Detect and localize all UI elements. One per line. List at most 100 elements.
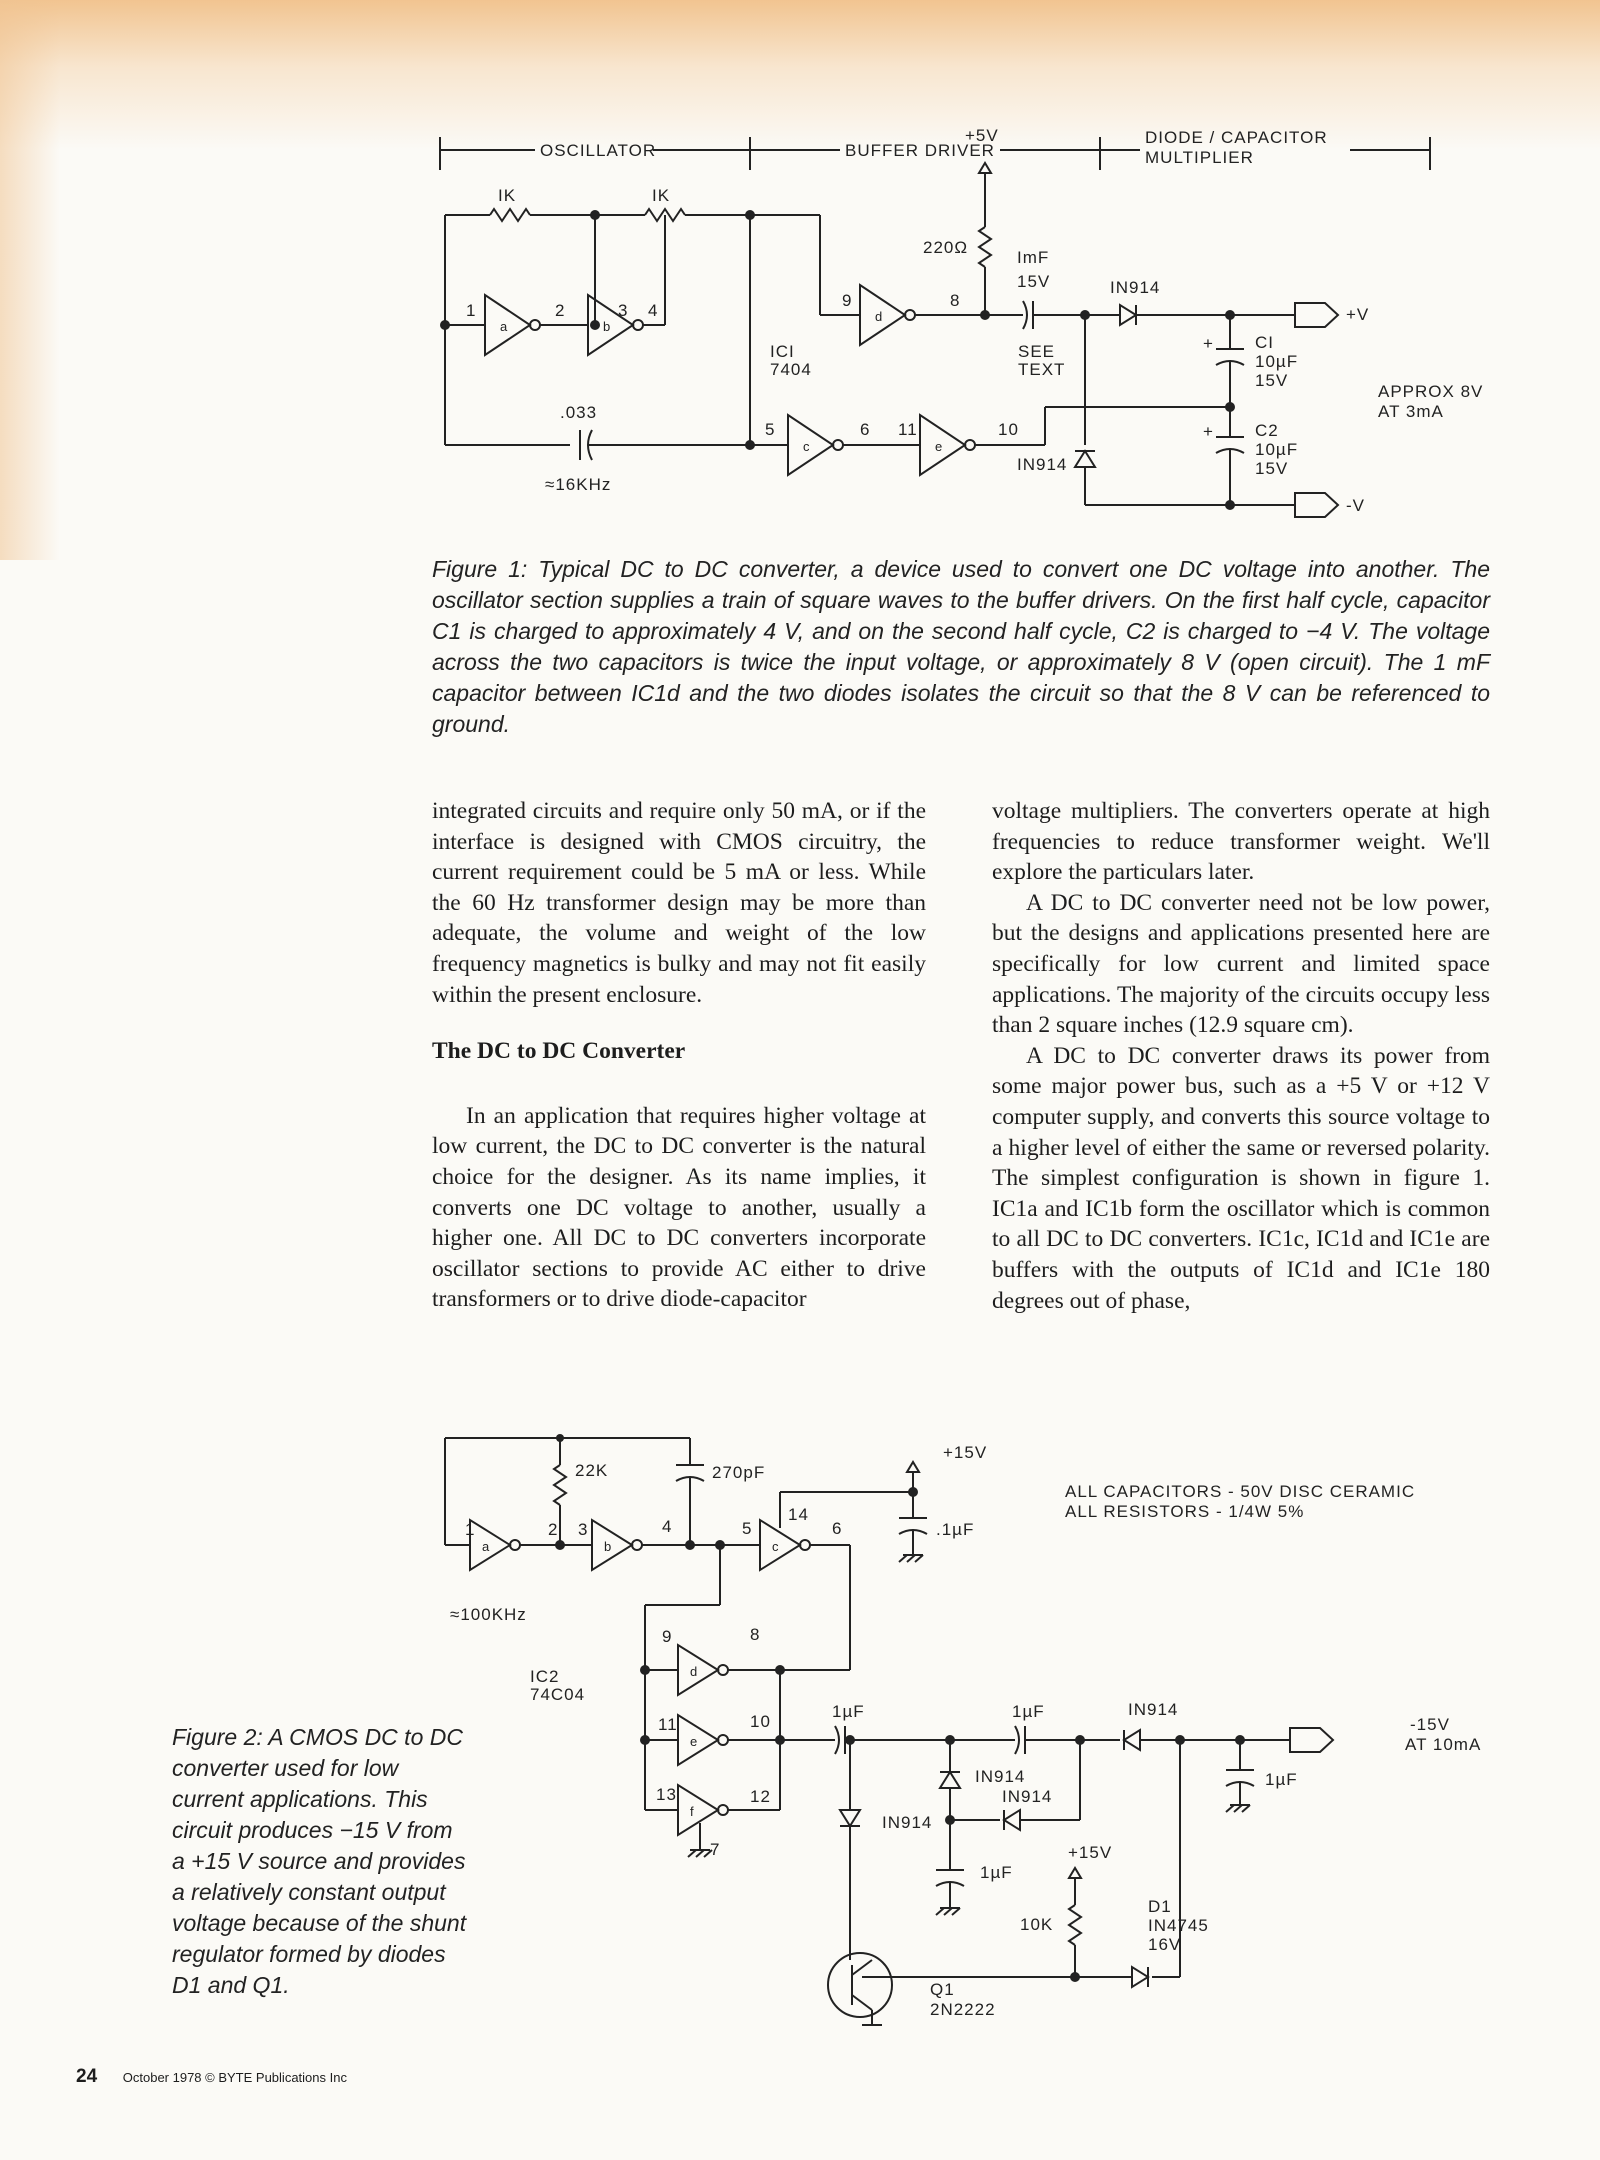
section-heading: The DC to DC Converter [432,1038,686,1065]
fig1-pin-4: 4 [648,301,658,320]
fig2-pin-9: 9 [662,1627,672,1646]
fig1-c2-voltage: 15V [1255,459,1288,478]
fig2-pin-6: 6 [832,1519,842,1538]
fig1-c2-plus: + [1203,422,1214,441]
fig2-output-cap: 1µF [1265,1770,1298,1789]
fig2-zener-voltage: 16V [1148,1935,1181,1954]
fig2-gate-a: a [482,1539,490,1554]
fig2-gate-f: f [690,1804,695,1819]
fig1-pin-5: 5 [765,420,775,439]
fig2-c270: 270pF [712,1463,765,1482]
fig2-cap-1: 1µF [832,1702,865,1721]
fig1-pin-1: 1 [466,301,476,320]
fig2-gate-d: d [690,1664,698,1679]
fig1-gate-b: b [603,319,611,334]
figure-2-schematic: 22K 270pF +15V .1µF ALL CAPACITORS - 50V… [444,1434,1481,2026]
fig1-multiplier-label-2: MULTIPLIER [1145,148,1254,167]
right-paragraph-2: A DC to DC converter need not be low pow… [992,889,1490,1039]
fig1-c1-name: CI [1255,333,1274,352]
fig1-pin-10: 10 [998,420,1019,439]
fig1-pin-2: 2 [555,301,565,320]
fig2-pin-3: 3 [578,1520,588,1539]
fig2-pin-4: 4 [662,1517,672,1536]
fig2-vcc: +15V [943,1443,987,1462]
fig2-pin-8: 8 [750,1625,760,1644]
page-number: 24 [76,2066,98,2087]
paper-stain-top [0,0,1600,150]
fig1-c2-value: 10µF [1255,440,1298,459]
fig2-frequency: ≈100KHz [450,1605,527,1624]
fig2-output-voltage: -15V [1410,1715,1450,1734]
fig1-diode-bottom: IN914 [1017,455,1067,474]
fig2-pin-2: 2 [548,1520,558,1539]
fig2-note-capacitors: ALL CAPACITORS - 50V DISC CERAMIC [1065,1482,1415,1501]
fig1-multiplier-label-1: DIODE / CAPACITOR [1145,128,1328,147]
fig1-approx-2: AT 3mA [1378,402,1444,421]
fig2-pin-7: 7 [710,1840,720,1859]
fig2-pin-13: 13 [656,1785,677,1804]
fig2-diode-b: IN914 [1002,1787,1052,1806]
fig1-pin-8: 8 [950,291,960,310]
fig1-cap-value: ImF [1017,248,1049,267]
fig1-r3: 220Ω [923,238,968,257]
figure-1-schematic: OSCILLATOR BUFFER DRIVER DIODE / CAPACIT… [439,126,1482,518]
fig2-pin-12: 12 [750,1787,771,1806]
fig1-r2: IK [652,186,670,205]
fig2-zener-name: D1 [1148,1897,1172,1916]
left-paragraph-1: integrated circuits and require only 50 … [432,798,926,1008]
fig1-frequency: ≈16KHz [545,475,611,494]
fig2-diode-c: IN914 [882,1813,932,1832]
body-right-column: voltage multipliers. The converters oper… [992,796,1490,1316]
fig2-zener-part: IN4745 [1148,1916,1209,1935]
figure-1-caption: Figure 1: Typical DC to DC converter, a … [432,556,1490,737]
fig2-pin-14: 14 [788,1505,809,1524]
fig1-vcc: +5V [965,126,999,145]
fig1-vneg: -V [1346,496,1365,515]
right-paragraph-3: A DC to DC converter draws its power fro… [992,1042,1490,1314]
fig2-cap-2: 1µF [1012,1702,1045,1721]
fig1-buffer-label: BUFFER DRIVER [845,141,995,160]
fig1-gate-a: a [500,319,508,334]
fig2-decoupling-cap: .1µF [936,1520,974,1539]
fig1-oscillator-label: OSCILLATOR [540,141,656,160]
fig1-gate-d: d [875,309,883,324]
fig2-q1-part: 2N2222 [930,2000,996,2019]
fig2-pin-10: 10 [750,1712,771,1731]
fig2-diode-main: IN914 [1128,1700,1178,1719]
fig2-q1: Q1 [930,1980,955,1999]
fig2-diode-a: IN914 [975,1767,1025,1786]
fig2-r22k: 22K [575,1461,608,1480]
right-paragraph-1: voltage multipliers. The converters oper… [992,798,1490,886]
fig2-vcc-2: +15V [1068,1843,1112,1862]
publication-line: October 1978 © BYTE Publications Inc [122,2070,347,2085]
fig1-r1: IK [498,186,516,205]
fig2-pin-11: 11 [658,1715,678,1734]
body-left-column: integrated circuits and require only 50 … [432,796,926,1315]
fig2-pin-1: 1 [465,1520,475,1539]
fig1-diode-top: IN914 [1110,278,1160,297]
fig1-approx-1: APPROX 8V [1378,382,1483,401]
fig1-cap-033: .033 [560,403,597,422]
fig1-cap-voltage: 15V [1017,272,1050,291]
fig1-c1-plus: + [1203,334,1214,353]
fig2-gate-c: c [772,1539,780,1554]
fig2-gate-e: e [690,1734,698,1749]
fig1-see-text-2: TEXT [1018,360,1065,379]
paper-stain-left [0,0,60,560]
page-footer: 24 October 1978 © BYTE Publications Inc [76,2066,347,2088]
fig1-c2-name: C2 [1255,421,1279,440]
fig1-see-text-1: SEE [1018,342,1055,361]
fig2-output-current: AT 10mA [1405,1735,1481,1754]
fig1-ic1-part: 7404 [770,360,812,379]
fig1-pin-9: 9 [842,291,852,310]
fig1-pin-3: 3 [618,301,628,320]
fig2-gate-b: b [604,1539,612,1554]
fig2-ic2-part: 74C04 [530,1685,585,1704]
fig1-gate-c: c [803,439,811,454]
fig2-ic2: IC2 [530,1667,559,1686]
fig2-cap-mid: 1µF [980,1863,1013,1882]
fig1-c1-voltage: 15V [1255,371,1288,390]
fig1-pin-6: 6 [860,420,870,439]
figure-2-caption: Figure 2: A CMOS DC to DC converter used… [172,1724,467,1998]
fig2-note-resistors: ALL RESISTORS - 1/4W 5% [1065,1502,1304,1521]
